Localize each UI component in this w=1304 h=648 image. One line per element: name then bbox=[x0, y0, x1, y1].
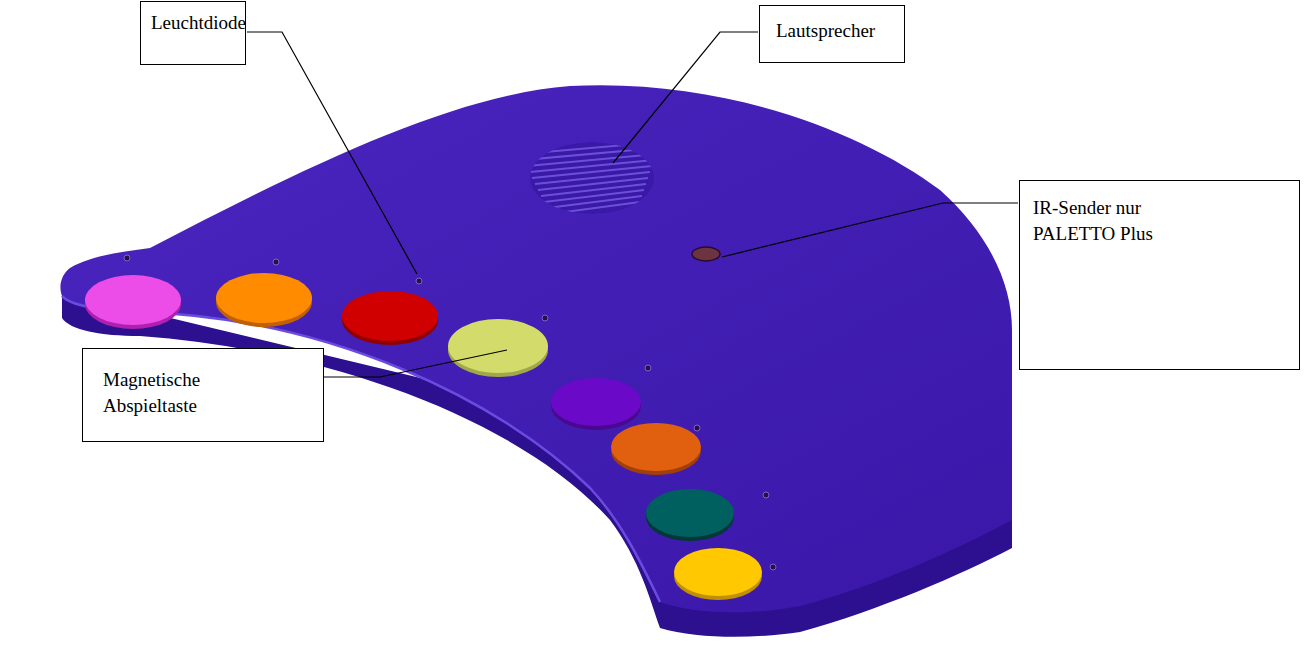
callout-box: Lautsprecher bbox=[759, 5, 905, 63]
edge-highlight bbox=[62, 296, 660, 602]
ir-sender bbox=[692, 247, 720, 261]
callout-label: IR-Sender nur PALETTO Plus bbox=[1033, 195, 1183, 246]
callout-label: Lautsprecher bbox=[776, 18, 896, 44]
callout-label: Leuchtdiode bbox=[151, 10, 237, 36]
callout-label: Magnetische Abspieltaste bbox=[103, 367, 253, 418]
speaker-grille bbox=[520, 142, 660, 214]
housing-top bbox=[60, 85, 1012, 612]
callout-box: IR-Sender nur PALETTO Plus bbox=[1019, 180, 1300, 370]
leader-lines bbox=[247, 32, 1018, 377]
callout-box: Leuchtdiode bbox=[140, 1, 246, 65]
callout-box: Magnetische Abspieltaste bbox=[82, 348, 324, 442]
